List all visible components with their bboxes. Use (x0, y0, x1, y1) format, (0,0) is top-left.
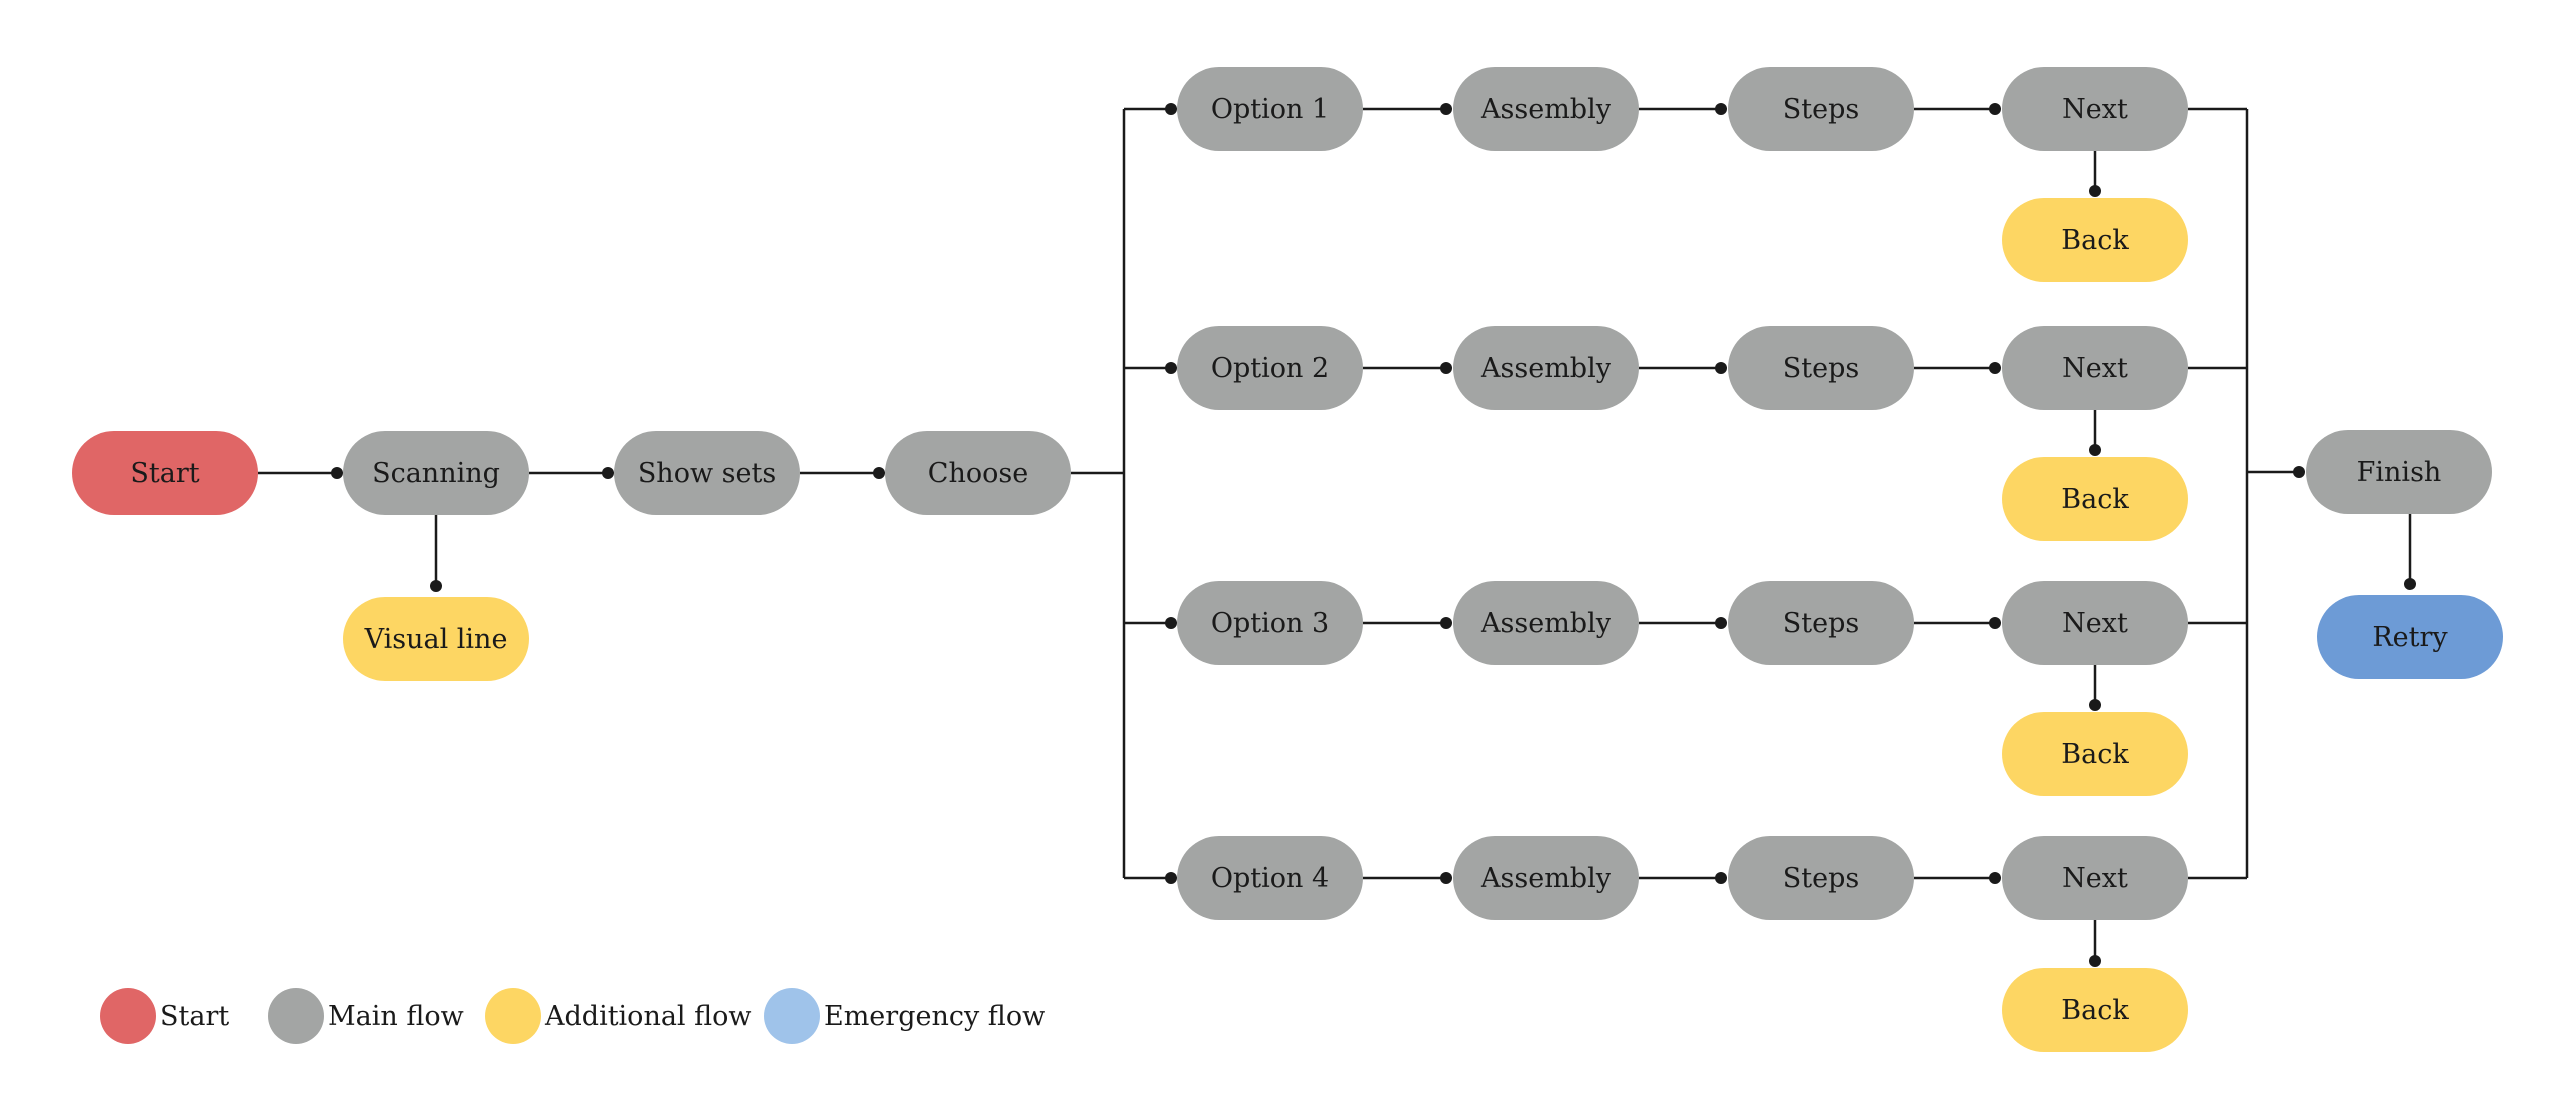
connector-end-dot (2089, 185, 2101, 197)
node-choose: Choose (885, 431, 1071, 515)
node-scanning: Scanning (343, 431, 529, 515)
connector-end-dot (1715, 872, 1727, 884)
node-option-1: Option 1 (1177, 67, 1363, 151)
legend-emergency-flow: Emergency flow (764, 988, 1045, 1044)
connector-end-dot (2404, 578, 2416, 590)
legend-dot-main (268, 988, 324, 1044)
connector-end-dot (1165, 362, 1177, 374)
connector-end-dot (2089, 955, 2101, 967)
legend-dot-emergency (764, 988, 820, 1044)
connector-end-dot (1165, 872, 1177, 884)
node-finish: Finish (2306, 430, 2492, 514)
node-option-4: Option 4 (1177, 836, 1363, 920)
node-steps-2: Steps (1728, 326, 1914, 410)
node-visual-line: Visual line (343, 597, 529, 681)
legend-start: Start (100, 988, 229, 1044)
connector-end-dot (1989, 103, 2001, 115)
legend-label-start: Start (160, 1000, 230, 1032)
node-option-2: Option 2 (1177, 326, 1363, 410)
connector-end-dot (1440, 617, 1452, 629)
legend-dot-start (100, 988, 156, 1044)
node-retry: Retry (2317, 595, 2503, 679)
node-assembly-1: Assembly (1453, 67, 1639, 151)
connector-end-dot (602, 467, 614, 479)
connector-end-dot (2089, 699, 2101, 711)
connector-end-dot (2293, 466, 2305, 478)
connector-end-dot (1989, 872, 2001, 884)
node-back-4: Back (2002, 968, 2188, 1052)
connector-end-dot (1165, 103, 1177, 115)
connector-end-dot (873, 467, 885, 479)
node-back-3: Back (2002, 712, 2188, 796)
connector-end-dot (1165, 617, 1177, 629)
node-steps-4: Steps (1728, 836, 1914, 920)
legend-additional-flow: Additional flow (485, 988, 752, 1044)
node-assembly-2: Assembly (1453, 326, 1639, 410)
node-start: Start (72, 431, 258, 515)
node-back-1: Back (2002, 198, 2188, 282)
node-option-3: Option 3 (1177, 581, 1363, 665)
node-steps-1: Steps (1728, 67, 1914, 151)
connector-end-dot (430, 580, 442, 592)
node-next-4: Next (2002, 836, 2188, 920)
connector-end-dot (331, 467, 343, 479)
connector-end-dot (1440, 362, 1452, 374)
connector-end-dot (1440, 872, 1452, 884)
legend-label-main: Main flow (328, 1000, 464, 1032)
connector-end-dot (1989, 362, 2001, 374)
node-next-2: Next (2002, 326, 2188, 410)
node-steps-3: Steps (1728, 581, 1914, 665)
node-assembly-3: Assembly (1453, 581, 1639, 665)
connector-end-dot (1715, 103, 1727, 115)
legend-main-flow: Main flow (268, 988, 464, 1044)
connector-end-dot (1715, 362, 1727, 374)
legend-dot-additional (485, 988, 541, 1044)
legend-label-additional: Additional flow (545, 1000, 752, 1032)
connector-end-dot (2089, 444, 2101, 456)
connector-end-dot (1440, 103, 1452, 115)
node-show-sets: Show sets (614, 431, 800, 515)
node-assembly-4: Assembly (1453, 836, 1639, 920)
connector-end-dot (1715, 617, 1727, 629)
node-back-2: Back (2002, 457, 2188, 541)
node-next-1: Next (2002, 67, 2188, 151)
node-next-3: Next (2002, 581, 2188, 665)
connector-end-dot (1989, 617, 2001, 629)
legend-label-emergency: Emergency flow (824, 1000, 1046, 1032)
